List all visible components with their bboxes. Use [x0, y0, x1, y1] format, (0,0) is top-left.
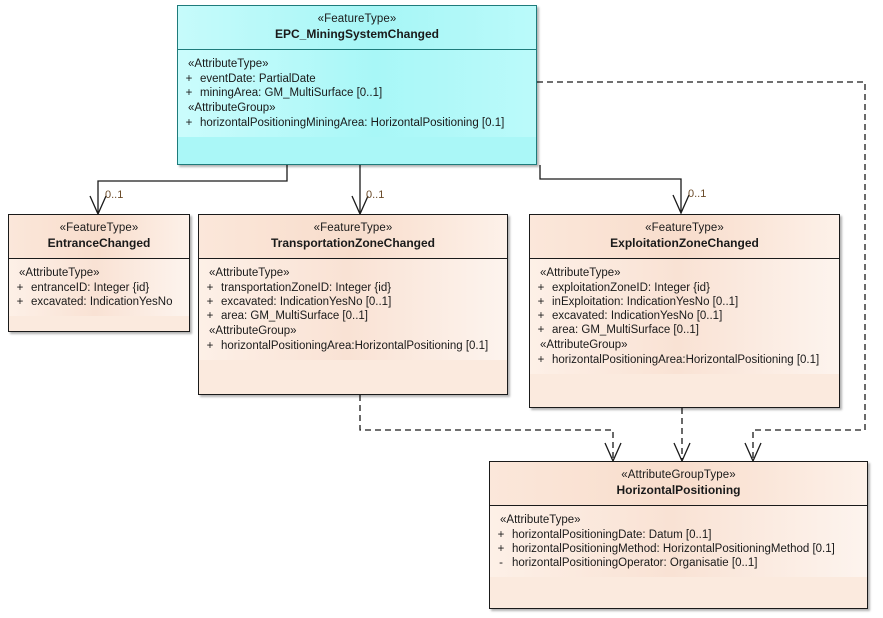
attribute-row[interactable]: + horizontalPositioningMethod: Horizonta…	[490, 542, 867, 556]
attribute-group-label: «AttributeType»	[500, 513, 581, 526]
attribute-group-label: «AttributeType»	[540, 266, 621, 279]
class-body: «AttributeType» + transportationZoneID: …	[199, 258, 507, 360]
attribute-group-label: «AttributeType»	[188, 57, 269, 70]
visibility-marker: +	[185, 86, 193, 99]
class-title: ExploitationZoneChanged	[610, 236, 759, 251]
attribute-text: horizontalPositioningOperator: Organisat…	[512, 556, 758, 569]
attribute-text: excavated: IndicationYesNo [0..1]	[221, 295, 392, 308]
arrowhead-dep-exploitation	[673, 442, 691, 463]
class-stereotype: «AttributeGroupType»	[621, 469, 736, 481]
class-header: «FeatureType» EPC_MiningSystemChanged	[178, 6, 536, 50]
attribute-row[interactable]: + excavated: IndicationYesNo	[9, 295, 189, 309]
attribute-group-label: «AttributeGroup»	[188, 101, 276, 114]
attribute-text: eventDate: PartialDate	[200, 72, 316, 85]
multiplicity-transportation: 0..1	[366, 189, 385, 201]
class-title: EPC_MiningSystemChanged	[274, 27, 440, 42]
attribute-group-label: «AttributeGroup»	[209, 324, 297, 337]
attribute-text: transportationZoneID: Integer {id}	[221, 281, 392, 294]
attribute-text: entranceID: Integer {id}	[31, 281, 150, 294]
class-title: EntranceChanged	[47, 236, 151, 251]
class-stereotype: «FeatureType»	[313, 222, 393, 234]
class-title: TransportationZoneChanged	[270, 236, 435, 251]
arrowhead-dep-root	[744, 442, 762, 463]
class-body: «AttributeType» + eventDate: PartialDate…	[178, 49, 536, 137]
visibility-marker: +	[206, 309, 214, 322]
attribute-text: excavated: IndicationYesNo [0..1]	[552, 309, 723, 322]
class-body: «AttributeType» + exploitationZoneID: In…	[530, 258, 839, 374]
arrowhead-dep-transportation	[604, 442, 622, 463]
class-stereotype: «FeatureType»	[317, 13, 397, 25]
attribute-text: horizontalPositioningMiningArea: Horizon…	[200, 116, 505, 129]
attribute-text: horizontalPositioningDate: Datum [0..1]	[512, 528, 712, 541]
class-header: «FeatureType» TransportationZoneChanged	[199, 215, 507, 259]
attribute-row[interactable]: + area: GM_MultiSurface [0..1]	[530, 323, 839, 337]
visibility-marker: +	[206, 339, 214, 352]
attribute-group-label: «AttributeType»	[209, 266, 290, 279]
attribute-text: inExploitation: IndicationYesNo [0..1]	[552, 295, 739, 308]
attribute-row[interactable]: + inExploitation: IndicationYesNo [0..1]	[530, 295, 839, 309]
attribute-text: horizontalPositioningArea:HorizontalPosi…	[552, 353, 820, 366]
visibility-marker: +	[537, 323, 545, 336]
attribute-row[interactable]: + horizontalPositioningArea:HorizontalPo…	[530, 353, 839, 367]
attribute-row[interactable]: + horizontalPositioningMiningArea: Horiz…	[178, 116, 536, 130]
class-body: «AttributeType» + horizontalPositioningD…	[490, 505, 867, 577]
attribute-text: area: GM_MultiSurface [0..1]	[552, 323, 700, 336]
visibility-marker: +	[497, 542, 505, 555]
arrowhead-exploitation	[672, 194, 690, 215]
attribute-row[interactable]: + entranceID: Integer {id}	[9, 281, 189, 295]
visibility-marker: +	[206, 295, 214, 308]
visibility-marker: +	[537, 309, 545, 322]
class-header: «FeatureType» EntranceChanged	[9, 215, 189, 259]
class-box-transportationzonechanged[interactable]: «FeatureType» TransportationZoneChanged …	[198, 214, 508, 395]
attribute-row[interactable]: + area: GM_MultiSurface [0..1]	[199, 309, 507, 323]
class-box-entrancechanged[interactable]: «FeatureType» EntranceChanged «Attribute…	[8, 214, 190, 332]
multiplicity-exploitation: 0..1	[688, 188, 707, 200]
class-body: «AttributeType» + entranceID: Integer {i…	[9, 258, 189, 316]
visibility-marker: +	[185, 116, 193, 129]
class-box-exploitationzonechanged[interactable]: «FeatureType» ExploitationZoneChanged «A…	[529, 214, 840, 408]
attribute-row[interactable]: + transportationZoneID: Integer {id}	[199, 281, 507, 295]
attribute-row[interactable]: + excavated: IndicationYesNo [0..1]	[199, 295, 507, 309]
association-root-to-exploitation	[539, 165, 682, 212]
attribute-text: miningArea: GM_MultiSurface [0..1]	[200, 86, 383, 99]
class-box-epc-miningsystemchanged[interactable]: «FeatureType» EPC_MiningSystemChanged «A…	[177, 5, 537, 165]
attribute-text: horizontalPositioningArea:HorizontalPosi…	[221, 339, 489, 352]
class-header: «AttributeGroupType» HorizontalPositioni…	[490, 462, 867, 506]
attribute-row[interactable]: + miningArea: GM_MultiSurface [0..1]	[178, 86, 536, 100]
association-root-to-entrance	[97, 165, 288, 213]
class-box-horizontalpositioning[interactable]: «AttributeGroupType» HorizontalPositioni…	[489, 461, 868, 609]
attribute-row[interactable]: + horizontalPositioningArea:HorizontalPo…	[199, 339, 507, 353]
visibility-marker: +	[537, 295, 545, 308]
class-stereotype: «FeatureType»	[645, 222, 724, 234]
attribute-row[interactable]: + exploitationZoneID: Integer {id}	[530, 281, 839, 295]
visibility-marker: +	[16, 295, 24, 308]
visibility-marker: +	[537, 281, 545, 294]
class-header: «FeatureType» ExploitationZoneChanged	[530, 215, 839, 259]
class-title: HorizontalPositioning	[616, 483, 741, 498]
visibility-marker: +	[185, 72, 193, 85]
attribute-group-label: «AttributeType»	[19, 266, 100, 279]
visibility-marker: +	[537, 353, 545, 366]
attribute-group-label: «AttributeGroup»	[540, 338, 628, 351]
attribute-row[interactable]: - horizontalPositioningOperator: Organis…	[490, 556, 867, 570]
class-stereotype: «FeatureType»	[59, 222, 139, 234]
attribute-row[interactable]: + eventDate: PartialDate	[178, 72, 536, 86]
attribute-row[interactable]: + excavated: IndicationYesNo [0..1]	[530, 309, 839, 323]
visibility-marker: +	[16, 281, 24, 294]
attribute-text: horizontalPositioningMethod: HorizontalP…	[512, 542, 835, 555]
attribute-text: area: GM_MultiSurface [0..1]	[221, 309, 369, 322]
multiplicity-entrance: 0..1	[105, 189, 124, 201]
visibility-marker: -	[499, 556, 503, 569]
visibility-marker: +	[497, 528, 505, 541]
arrowhead-entrance	[89, 195, 107, 216]
attribute-text: excavated: IndicationYesNo	[31, 295, 173, 308]
visibility-marker: +	[206, 281, 214, 294]
attribute-text: exploitationZoneID: Integer {id}	[552, 281, 710, 294]
attribute-row[interactable]: + horizontalPositioningDate: Datum [0..1…	[490, 528, 867, 542]
